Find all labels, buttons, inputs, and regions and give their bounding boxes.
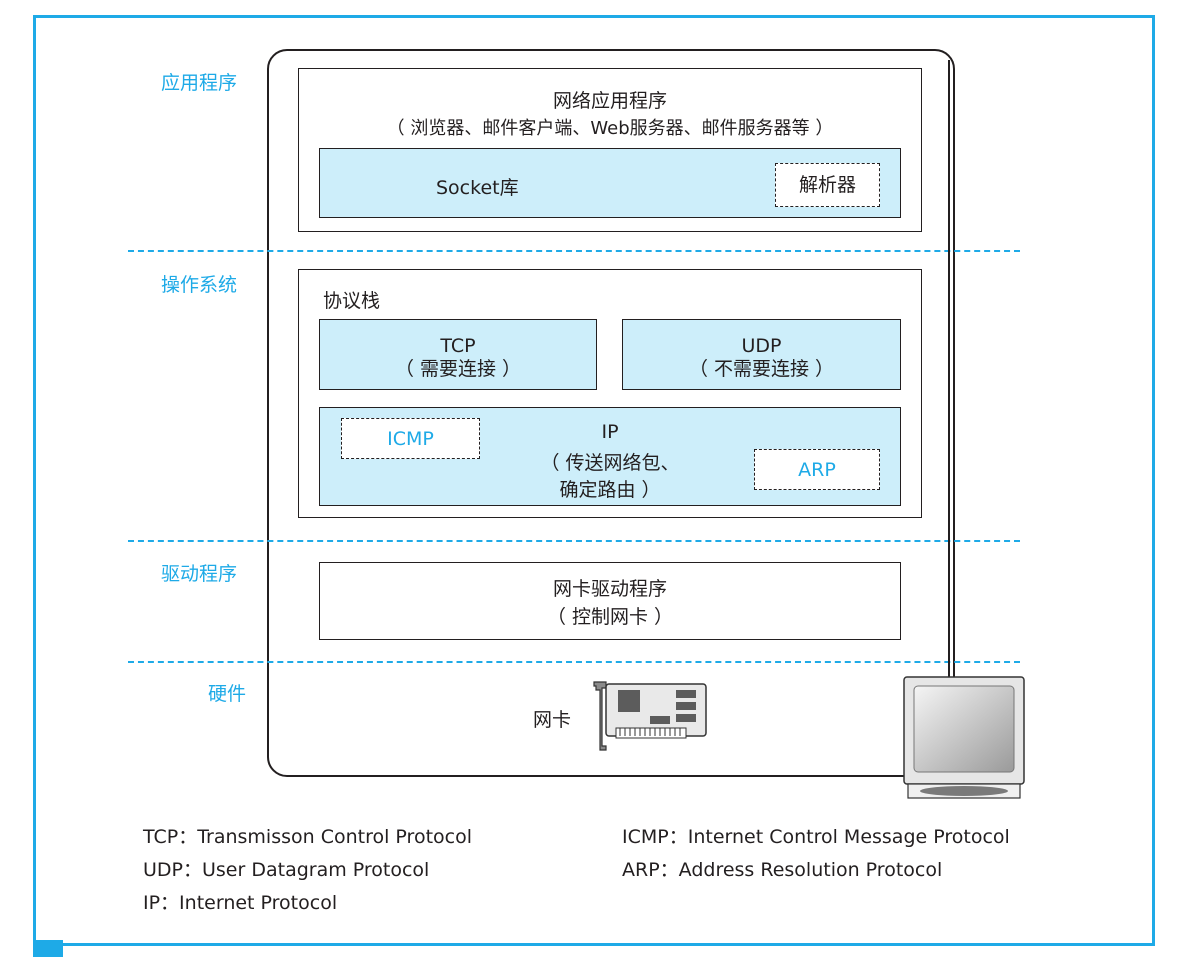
layer-label-application: 应用程序 <box>161 72 238 94</box>
arp-box: ARP <box>754 449 880 490</box>
legend-icmp: ICMP：Internet Control Message Protocol <box>622 826 1010 848</box>
app-box-subtitle: （ 浏览器、邮件客户端、Web服务器、邮件服务器等 ） <box>386 118 834 139</box>
tcp-subtitle: （ 需要连接 ） <box>394 358 522 380</box>
legend-udp: UDP：User Datagram Protocol <box>143 859 430 881</box>
layer-label-os: 操作系统 <box>161 274 238 296</box>
legend-left: TCP：Transmisson Control Protocol UDP：Use… <box>143 825 472 915</box>
layer-divider-3 <box>128 661 1020 663</box>
ip-subtitle-line2: 确定路由 ） <box>559 479 661 501</box>
ip-title: IP <box>601 421 619 443</box>
protocol-stack-title: 协议栈 <box>323 290 381 312</box>
network-card-icon <box>593 681 707 751</box>
nic-driver-subtitle: （ 控制网卡 ） <box>546 606 674 628</box>
legend-tcp: TCP：Transmisson Control Protocol <box>143 826 473 848</box>
udp-box: UDP （ 不需要连接 ） <box>622 319 901 390</box>
icmp-box: ICMP <box>341 418 480 459</box>
nic-driver-title: 网卡驱动程序 <box>552 578 667 600</box>
layer-divider-1 <box>128 250 1020 252</box>
resolver-box: 解析器 <box>775 163 880 207</box>
legend-right: ICMP：Internet Control Message Protocol A… <box>622 825 1010 882</box>
layer-label-driver: 驱动程序 <box>161 563 238 585</box>
frame-corner-tab <box>33 940 63 957</box>
layer-divider-2 <box>128 540 1020 542</box>
computer-outline <box>267 49 955 777</box>
udp-title: UDP <box>741 335 782 357</box>
socket-library-label: Socket库 <box>436 177 519 199</box>
app-box-title: 网络应用程序 <box>552 90 667 112</box>
tcp-box: TCP （ 需要连接 ） <box>319 319 597 390</box>
arp-label: ARP <box>798 459 836 481</box>
resolver-label: 解析器 <box>798 174 856 196</box>
tcp-title: TCP <box>440 335 476 357</box>
legend-ip: IP：Internet Protocol <box>143 892 338 914</box>
udp-subtitle: （ 不需要连接 ） <box>688 358 835 380</box>
ip-subtitle-line1: （ 传送网络包、 <box>540 452 680 474</box>
icmp-label: ICMP <box>387 428 434 450</box>
monitor-icon <box>903 60 1025 799</box>
nic-label: 网卡 <box>533 709 572 731</box>
figure-frame <box>33 15 1155 946</box>
layer-label-hardware: 硬件 <box>208 683 247 705</box>
nic-driver-box: 网卡驱动程序 （ 控制网卡 ） <box>319 562 901 640</box>
legend-arp: ARP：Address Resolution Protocol <box>622 859 943 881</box>
